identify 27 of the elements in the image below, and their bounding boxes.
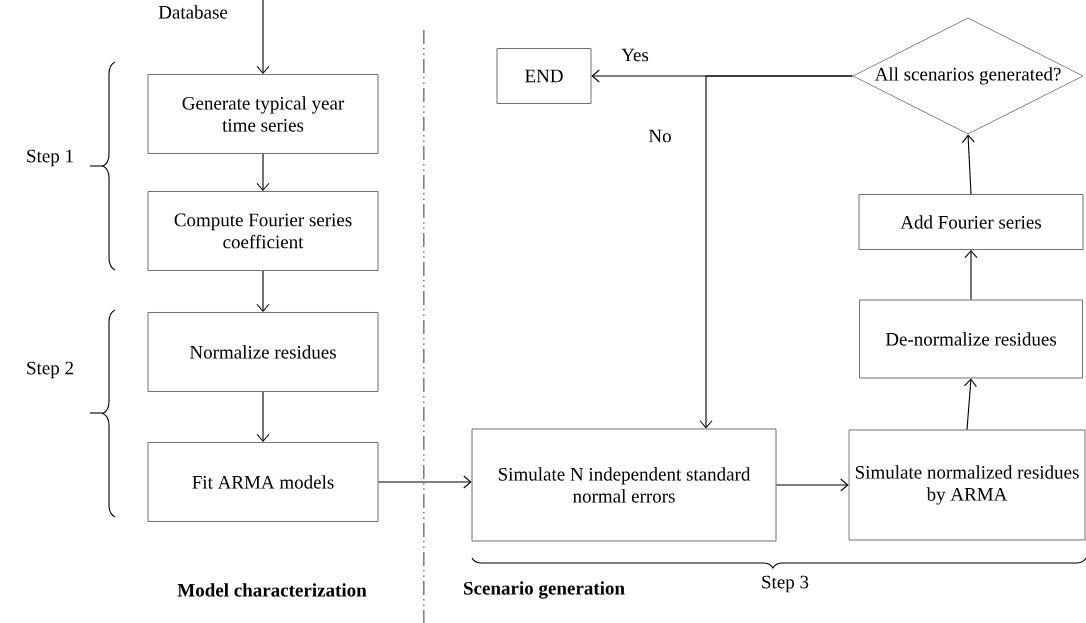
step-label: Step 2: [27, 361, 73, 379]
edge-label: No: [647, 128, 673, 144]
arrow: [256, 153, 270, 192]
process-box: Fit ARMA models: [147, 442, 379, 522]
process-box: Normalize residues: [147, 312, 379, 392]
arrow: [256, 270, 270, 313]
arrow: [377, 475, 472, 489]
arrow: [256, 391, 270, 443]
section-title: Scenario generation: [464, 581, 625, 599]
process-box: Simulate N independent standard normal errors: [471, 428, 777, 542]
process-box: Generate typical year time series: [147, 74, 379, 154]
arrow: [775, 478, 849, 492]
arrow: [961, 134, 975, 195]
process-box: END: [496, 48, 592, 104]
section-title: Model characterization: [177, 583, 367, 597]
edge-label: Database: [157, 4, 229, 20]
arrow: [256, 0, 270, 75]
process-box: Simulate normalized residues by ARMA: [848, 429, 1086, 541]
process-box: Add Fourier series: [858, 194, 1084, 250]
process-box: Compute Fourier series coefficient: [147, 191, 379, 271]
step-label: Step 1: [27, 149, 73, 167]
arrow: [963, 378, 977, 431]
edge-label: Yes: [620, 47, 650, 63]
arrow: [699, 75, 853, 429]
step-label: Step 3: [762, 575, 809, 593]
process-box: De-normalize residues: [859, 299, 1083, 379]
arrow: [964, 249, 978, 301]
